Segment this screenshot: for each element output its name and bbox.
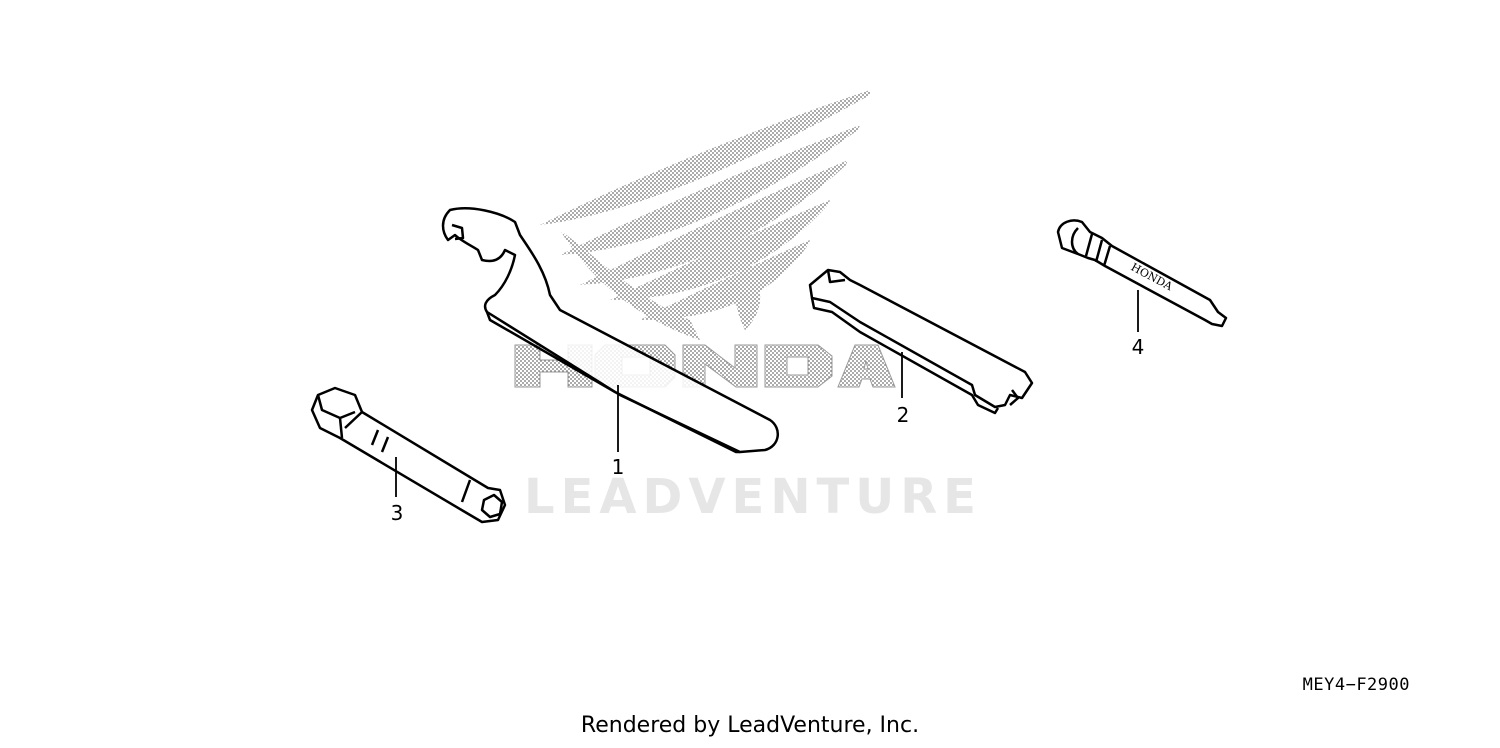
tire-pressure-gauge: HONDA — [1056, 219, 1228, 328]
callout-3[interactable]: 3 — [391, 501, 404, 525]
box-socket-wrench — [310, 386, 507, 524]
honda-wing-logo-watermark — [514, 90, 896, 388]
callout-1[interactable]: 1 — [612, 455, 625, 479]
drawing-code: MEY4−F2900 — [1302, 675, 1410, 695]
pin-spanner-wrench — [441, 207, 779, 454]
spoke-wrench — [808, 268, 1034, 415]
callout-4[interactable]: 4 — [1132, 335, 1145, 359]
leadventure-watermark: LEADVENTURE — [524, 469, 982, 525]
leader-lines — [395, 290, 1139, 497]
callout-2[interactable]: 2 — [897, 403, 910, 427]
footer-credit: Rendered by LeadVenture, Inc. — [580, 713, 920, 738]
